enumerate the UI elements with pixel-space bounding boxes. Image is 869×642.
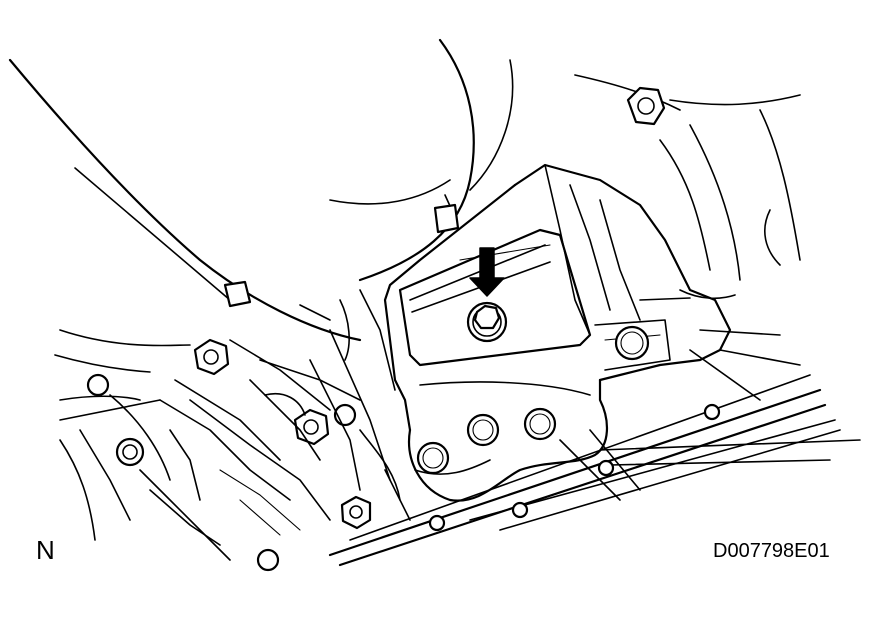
mount-bolt [466, 301, 508, 343]
lower-subframe [328, 349, 861, 567]
flange-bolt-holes [416, 325, 650, 475]
orientation-mark: N [36, 535, 55, 565]
figure-code: D007798E01 [713, 540, 830, 562]
engine-block-details [59, 289, 411, 561]
down-arrow-icon [469, 247, 505, 297]
upper-right-details [639, 289, 801, 366]
transmission-housing [8, 38, 801, 373]
